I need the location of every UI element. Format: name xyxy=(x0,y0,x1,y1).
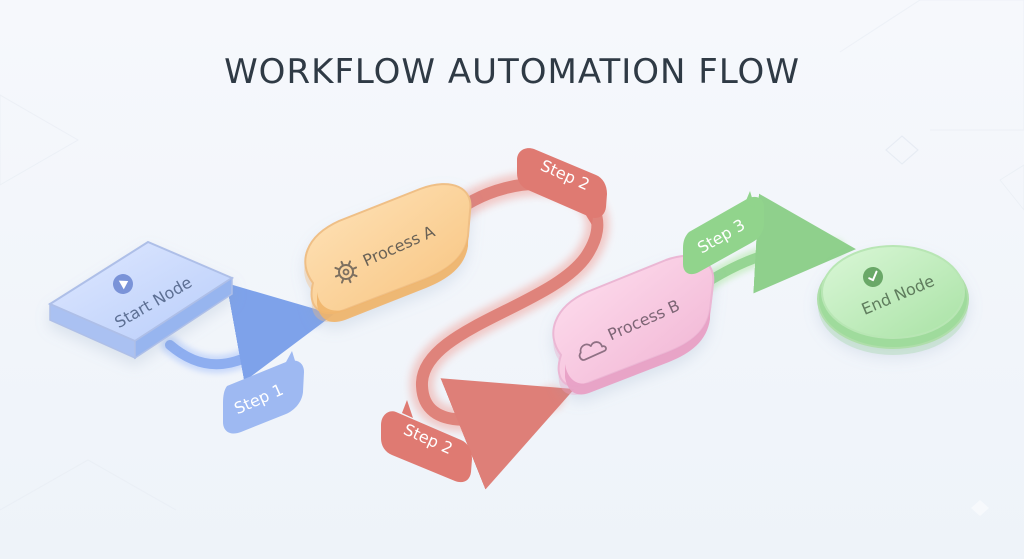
page-title: WORKFLOW AUTOMATION FLOW xyxy=(224,52,800,92)
gear-icon xyxy=(334,260,358,284)
check-icon xyxy=(863,267,883,287)
play-icon xyxy=(113,274,133,294)
process-b-node[interactable]: Process B xyxy=(552,254,715,395)
step-2-top-badge: Step 2 xyxy=(517,148,607,225)
process-a-node[interactable]: Process A xyxy=(304,183,472,323)
start-node[interactable]: Start Node xyxy=(47,240,235,360)
end-node[interactable]: End Node xyxy=(817,245,969,355)
cloud-icon xyxy=(578,341,607,361)
step-1-badge: Step 1 xyxy=(223,351,304,434)
background-shapes xyxy=(885,135,919,165)
step-1-connector xyxy=(161,283,334,382)
